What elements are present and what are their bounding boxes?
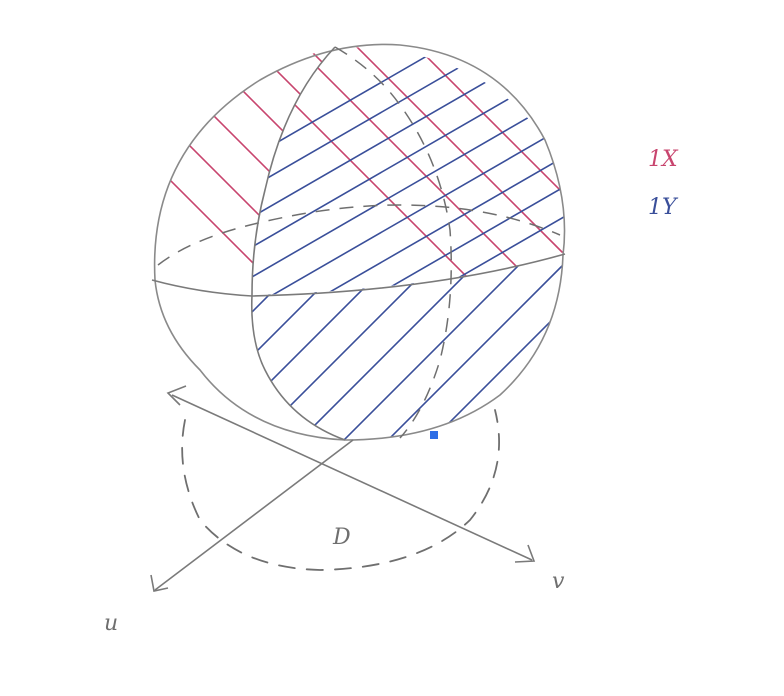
equator-back-dashed	[157, 204, 561, 266]
hatch-stroke-y	[397, 373, 563, 440]
hatch-stroke-y	[252, 59, 565, 295]
hatch-stroke-y	[252, 46, 565, 295]
hatch-stroke-x	[154, 47, 301, 295]
hatch-stroke-y	[345, 337, 563, 440]
hatch-stroke-x	[154, 47, 335, 245]
v-axis	[171, 394, 533, 561]
hatch-stroke-y	[251, 255, 511, 440]
hatch-stroke-y	[251, 265, 563, 440]
hatch-stroke-x	[227, 47, 335, 113]
u-axis	[154, 439, 354, 591]
hatch-x-upper-left	[154, 47, 335, 295]
hatch-stroke-x	[265, 46, 565, 157]
hatch-stroke-y	[252, 89, 565, 295]
hatch-stroke-x	[252, 46, 565, 205]
legend-y: 1Y	[648, 195, 679, 220]
hatch-stroke-x	[373, 46, 565, 85]
legend-x: 1X	[648, 147, 679, 172]
hatch-stroke-x	[252, 46, 491, 295]
hatch-stroke-x	[154, 47, 335, 267]
hatch-stroke-x	[154, 47, 335, 223]
hatch-stroke-y	[252, 46, 565, 295]
hatch-stroke-y	[251, 255, 433, 440]
hatch-stroke-x	[163, 47, 335, 157]
hatch-stroke-x	[446, 0, 784, 36]
v-axis-tail	[166, 385, 187, 406]
hatch-stroke-y	[267, 283, 563, 440]
hatch-stroke-x	[154, 47, 333, 289]
hatch-stroke-y	[371, 355, 563, 440]
hatch-stroke-y	[252, 119, 565, 295]
hatch-stroke-x	[482, 0, 784, 12]
meridian-back-dashed	[334, 46, 452, 439]
v-axis-label: v	[552, 569, 565, 594]
sphere-outline	[153, 43, 566, 441]
marker-square	[430, 431, 438, 439]
region-d-label: D	[332, 525, 351, 550]
hatch-stroke-y	[252, 46, 565, 241]
hatch-stroke-x	[301, 46, 565, 133]
meridian-front	[250, 46, 346, 441]
hatch-stroke-y	[251, 255, 459, 440]
hatch-stroke-y	[293, 301, 563, 440]
hatch-stroke-y	[251, 255, 537, 440]
hatch-stroke-y	[252, 46, 565, 211]
u-axis-arrowhead	[150, 574, 169, 592]
hatch-stroke-x	[252, 46, 565, 229]
hatch-stroke-y	[252, 46, 565, 271]
hatch-stroke-x	[409, 46, 565, 61]
hatch-y-upper-right	[252, 46, 565, 295]
hatch-stroke-x	[337, 46, 565, 109]
u-axis-label: u	[104, 611, 118, 636]
hatch-stroke-x	[252, 46, 563, 253]
hatch-stroke-y	[251, 255, 407, 440]
equator-front	[151, 253, 566, 297]
region-d-outline	[181, 409, 500, 571]
hatch-stroke-y	[319, 319, 563, 440]
hatch-stroke-y	[251, 255, 381, 440]
hatch-stroke-x	[252, 46, 527, 277]
v-axis-arrowhead	[514, 544, 536, 563]
